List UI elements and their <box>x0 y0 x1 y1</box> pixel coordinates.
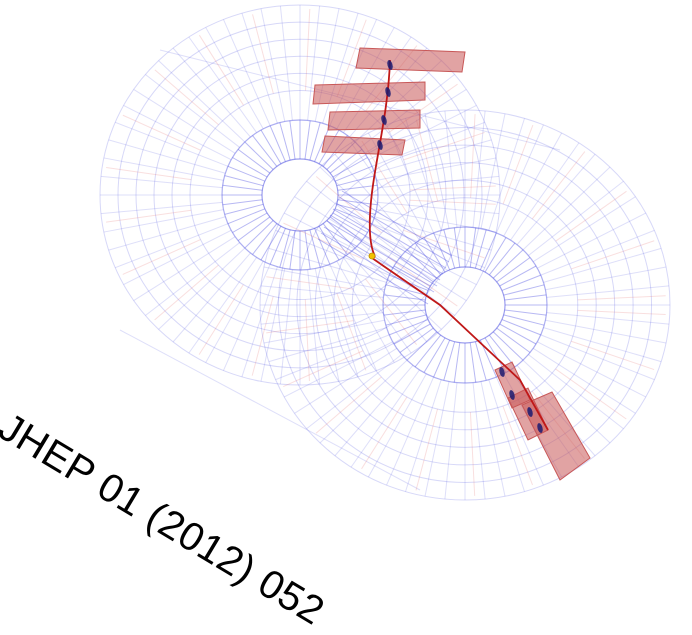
detector-wireframe <box>99 4 671 501</box>
muon-track <box>368 59 549 433</box>
muon-chambers <box>312 47 591 481</box>
event-display <box>99 4 671 501</box>
